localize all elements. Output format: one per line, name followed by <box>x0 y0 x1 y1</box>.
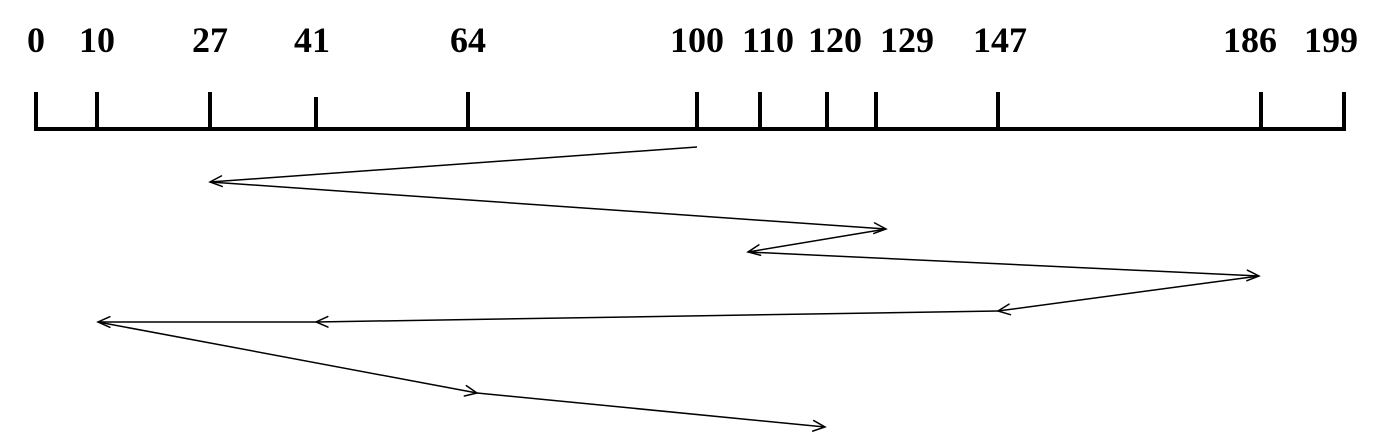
arrow-head-icon <box>811 419 827 432</box>
seek-arrow-129-to-110 <box>746 228 887 257</box>
tick-marks <box>34 92 1346 131</box>
tick-label-129: 129 <box>880 20 934 60</box>
tick-label-147: 147 <box>973 20 1027 60</box>
seek-arrow-64-to-120 <box>476 392 827 432</box>
tick-label-120: 120 <box>808 20 862 60</box>
seek-line <box>97 321 478 394</box>
seek-line <box>476 392 826 428</box>
seek-line <box>209 146 698 183</box>
tick-label-64: 64 <box>450 20 486 60</box>
tick-label-100: 100 <box>670 20 724 60</box>
seek-arrow-147-to-41 <box>314 310 999 328</box>
seek-line <box>209 181 887 230</box>
seek-arrow-41-to-10 <box>96 315 316 329</box>
tick-labels: 0 10 27 41 64 100 110 120 129 147 186 199 <box>27 20 1358 60</box>
seek-line <box>747 251 1260 277</box>
tick-label-41: 41 <box>294 20 330 60</box>
seek-line <box>747 228 887 253</box>
seek-path <box>96 146 1261 432</box>
seek-arrow-27-to-129 <box>209 181 888 235</box>
seek-arrow-100-to-27 <box>208 146 698 188</box>
seek-line <box>997 275 1260 312</box>
tick-label-27: 27 <box>192 20 228 60</box>
seek-arrow-186-to-147 <box>996 275 1260 316</box>
seek-arrow-110-to-186 <box>747 251 1261 282</box>
tick-label-110: 110 <box>742 20 794 60</box>
tick-label-10: 10 <box>79 20 115 60</box>
tick-label-0: 0 <box>27 20 45 60</box>
seek-arrow-10-to-64 <box>97 321 479 397</box>
tick-label-186: 186 <box>1223 20 1277 60</box>
tick-label-199: 199 <box>1304 20 1358 60</box>
seek-line <box>315 310 999 323</box>
